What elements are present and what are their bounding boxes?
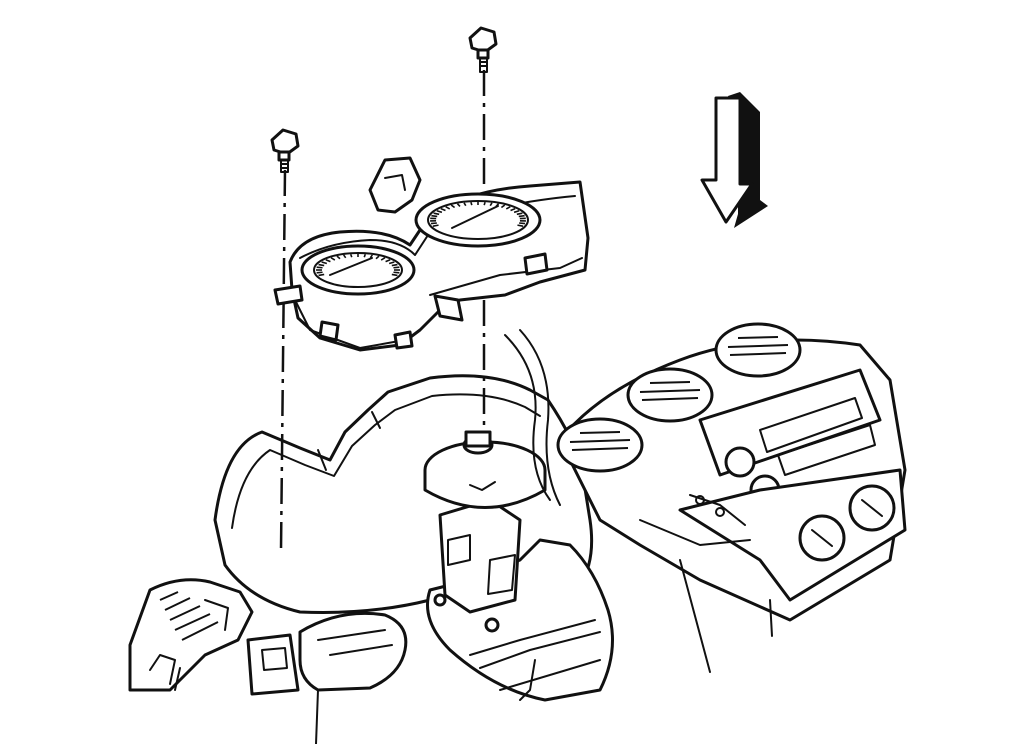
- gauge-tick: [321, 261, 328, 265]
- right-gauge-ticks: [430, 201, 526, 227]
- gauge-tick: [325, 258, 331, 263]
- gauge-tick: [391, 263, 398, 267]
- left-dash-vent: [128, 578, 254, 692]
- gauge-tick: [316, 271, 323, 274]
- gauge-tick: [450, 204, 456, 209]
- center-stack-vents-and-controls: [556, 322, 907, 673]
- gauge-tick: [433, 212, 440, 216]
- gauge-tick: [463, 202, 467, 207]
- gauge-tick: [380, 257, 386, 261]
- gauge-tick: [432, 224, 439, 227]
- gauge-tick: [517, 224, 524, 227]
- left-gauge-ticks: [316, 253, 400, 277]
- gauge-tick: [516, 212, 523, 216]
- gauge-tick: [393, 266, 400, 269]
- gauge-tick: [318, 273, 325, 277]
- gauge-tick: [431, 214, 438, 218]
- gauge-tick: [510, 207, 516, 212]
- gauge-tick: [316, 266, 323, 269]
- gauge-tick: [445, 205, 451, 210]
- gauge-tick: [489, 202, 493, 207]
- gauge-tick: [436, 210, 443, 214]
- gauge-tick: [385, 258, 391, 263]
- gauge-tick: [440, 207, 446, 212]
- gauge-tick: [349, 253, 353, 258]
- instrument-cluster: [273, 156, 590, 352]
- fastener-axis-lines: [279, 70, 486, 551]
- gauge-tick: [430, 222, 437, 225]
- cluster-screw-center: [468, 26, 498, 73]
- gauge-tick: [363, 253, 367, 258]
- gauge-tick: [456, 203, 461, 207]
- gauge-tick: [505, 205, 511, 210]
- gauge-tick: [318, 263, 325, 267]
- gauge-tick: [470, 201, 473, 206]
- gauge-tick: [519, 222, 526, 225]
- gauge-tick: [388, 261, 395, 265]
- steering-column: [423, 329, 614, 702]
- gauge-tick: [518, 214, 525, 218]
- gauge-tick: [495, 203, 500, 207]
- gauge-tick: [513, 210, 520, 214]
- gauge-tick: [393, 271, 400, 274]
- gauge-tick: [342, 254, 347, 259]
- gauge-tick: [375, 255, 380, 260]
- lower-left-switch: [246, 633, 300, 696]
- gauge-tick: [336, 255, 341, 260]
- gauge-tick: [369, 254, 374, 259]
- lower-trim: [298, 611, 408, 744]
- gauge-tick: [500, 204, 506, 209]
- gauge-tick: [330, 257, 336, 261]
- gauge-tick: [391, 273, 398, 277]
- forward-arrow: [700, 92, 768, 228]
- cluster-screw-left: [270, 128, 300, 173]
- gauge-tick: [483, 201, 486, 206]
